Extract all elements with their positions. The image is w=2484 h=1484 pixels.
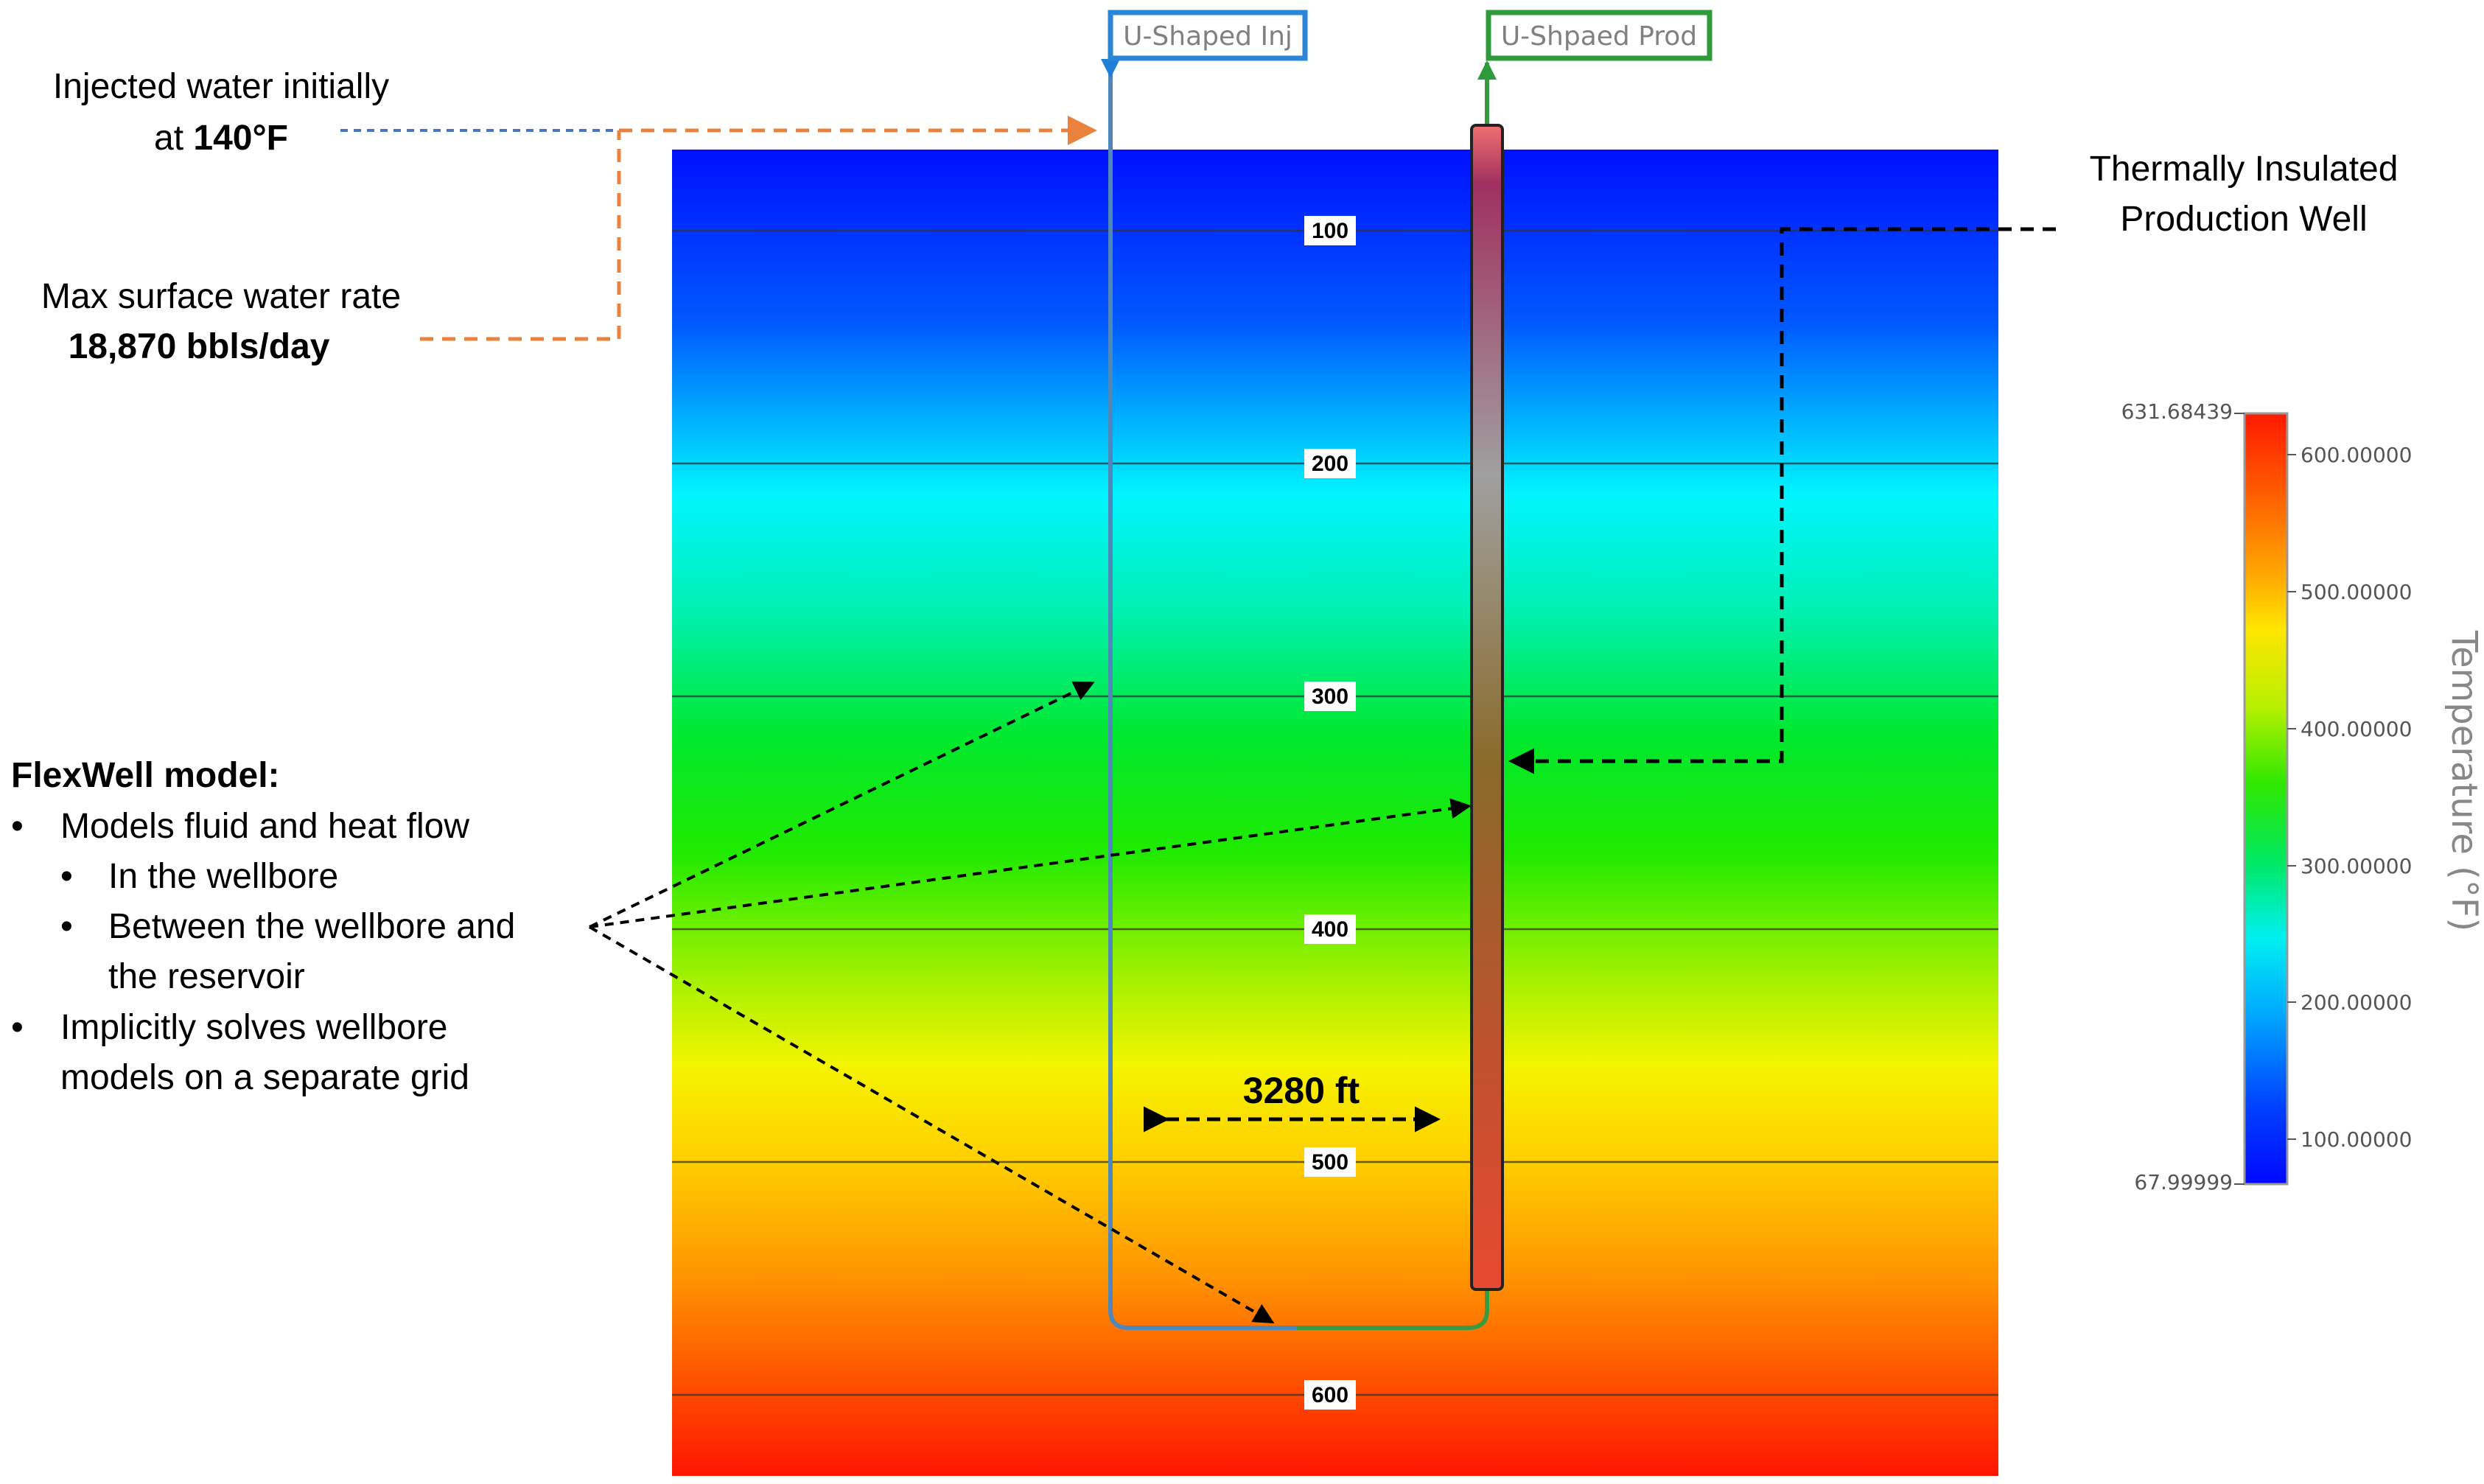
bullet-dot: • [60, 857, 73, 896]
svg-text:U-Shpaed Prod: U-Shpaed Prod [1501, 21, 1697, 52]
injection-note-line2: at 140°F [154, 119, 288, 158]
legend-color-bar [2243, 412, 2289, 1186]
insulated-leader-arrow [1508, 227, 2056, 774]
legend-title: Temperature (°F) [2443, 630, 2484, 931]
insulated-production-tubing[interactable] [1470, 124, 1504, 1291]
rate-note-value: 18,870 bbls/day [69, 327, 330, 366]
insulated-note-line2: Production Well [2120, 200, 2367, 239]
depth-label: 100 [1312, 219, 1348, 243]
producer-well-label[interactable]: U-Shpaed Prod [1486, 10, 1712, 61]
flexwell-bullet-1b-line2: the reservoir [108, 957, 305, 996]
well-spacing-label: 3280 ft [1243, 1070, 1360, 1111]
rate-note-line1: Max surface water rate [41, 277, 401, 316]
depth-label-group: 100 200 300 400 500 600 [1304, 216, 1356, 1410]
insulated-note-line1: Thermally Insulated [2090, 150, 2399, 189]
rate-leader-line [420, 130, 621, 341]
legend-tick-label: 200.00000 [2301, 990, 2412, 1015]
injector-well-label[interactable]: U-Shaped Inj [1108, 10, 1308, 61]
flexwell-bullet-1b-line1: Between the wellbore and [108, 907, 515, 946]
flexwell-title: FlexWell model: [11, 756, 280, 795]
legend-tick-label: 300.00000 [2301, 854, 2412, 878]
svg-text:U-Shaped Inj: U-Shaped Inj [1123, 21, 1292, 52]
flexwell-bullet-1a: In the wellbore [108, 857, 338, 896]
depth-label: 300 [1312, 685, 1348, 709]
legend-max-label: 631.68439 [2121, 399, 2233, 424]
producer-arrow-icon [1477, 60, 1497, 80]
legend-tick-label: 100.00000 [2301, 1127, 2412, 1152]
depth-label: 600 [1312, 1383, 1348, 1407]
depth-label: 500 [1312, 1150, 1348, 1175]
flexwell-bullet-2-line2: models on a separate grid [60, 1058, 469, 1097]
legend-tick-label: 500.00000 [2301, 580, 2412, 604]
injector-arrow-icon [1101, 59, 1120, 78]
reservoir-temperature-field [672, 150, 1998, 1476]
injector-well-path[interactable] [1108, 63, 1297, 1330]
bullet-dot: • [11, 807, 24, 846]
bullet-dot: • [11, 1008, 24, 1047]
flexwell-arrows [588, 681, 1472, 1324]
legend-tick-label: 600.00000 [2301, 443, 2412, 467]
depth-label: 200 [1312, 452, 1348, 476]
flexwell-bullet-2-line1: Implicitly solves wellbore [60, 1008, 448, 1047]
flexwell-bullet-1: Models fluid and heat flow [60, 807, 469, 846]
depth-label: 400 [1312, 917, 1348, 942]
injection-note-line1: Injected water initially [53, 67, 389, 106]
legend-min-label: 67.99999 [2134, 1170, 2233, 1194]
legend-tick-label: 400.00000 [2301, 717, 2412, 741]
producer-well-path[interactable] [1297, 63, 1489, 1330]
bullet-dot: • [60, 907, 73, 946]
temperature-legend: 631.68439 67.99999 600.00000 500.00000 4… [2121, 399, 2484, 1194]
